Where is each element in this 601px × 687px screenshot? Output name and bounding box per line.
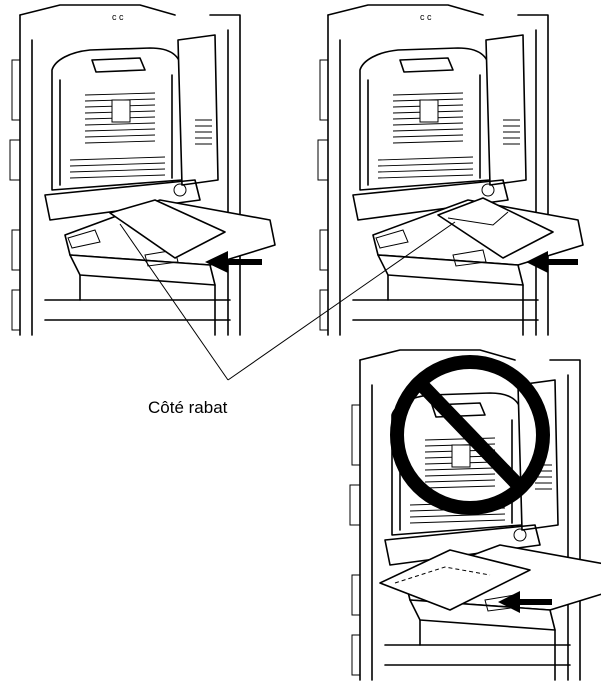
callout-leader-left <box>119 223 229 381</box>
envelope-flap-visible <box>437 197 554 259</box>
callout-leader-right <box>227 221 456 381</box>
insertion-arrow-icon <box>205 251 262 273</box>
insertion-arrow-icon <box>498 591 552 613</box>
callout-label-flap-side: Côté rabat <box>148 398 228 417</box>
insertion-arrow-icon <box>526 251 578 273</box>
envelope-flap-down <box>109 199 226 259</box>
printer-illustration-correct-right <box>317 4 584 336</box>
printer-illustration-incorrect <box>349 349 601 681</box>
envelope-wrong-orientation <box>379 549 531 611</box>
printer-illustration-correct-left <box>9 4 276 336</box>
prohibited-icon <box>390 355 550 515</box>
